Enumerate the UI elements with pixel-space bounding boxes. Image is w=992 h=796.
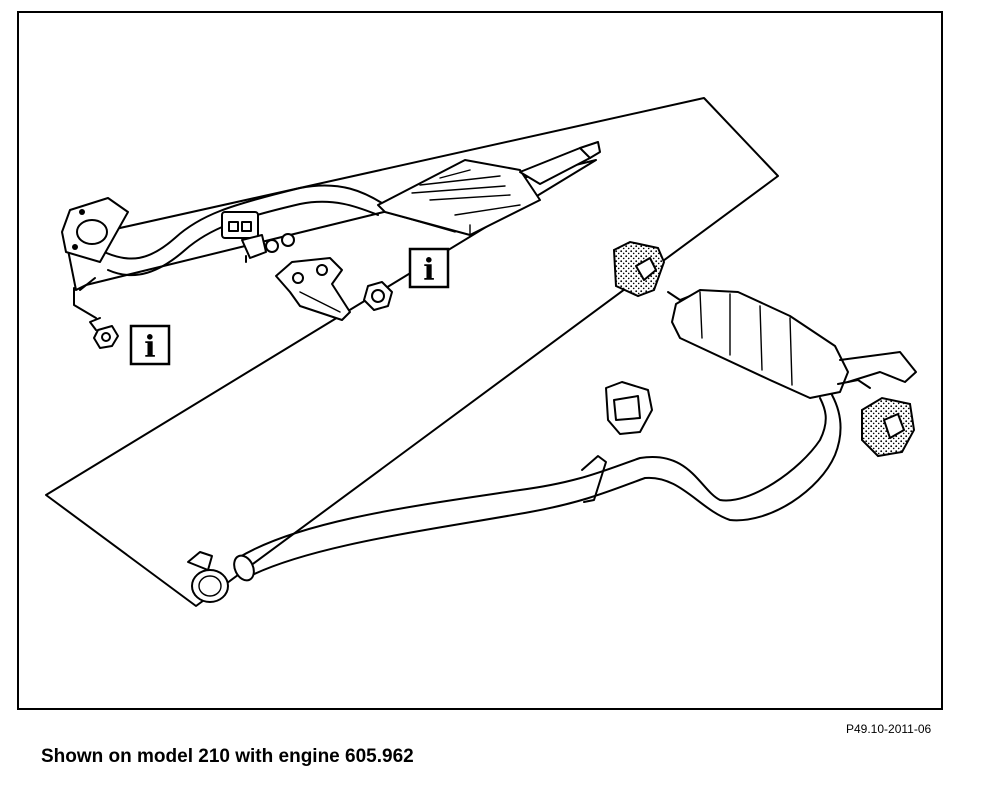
figure-caption: Shown on model 210 with engine 605.962 [41,746,414,767]
rear-muffler [667,289,917,399]
rubber-mount-right [861,396,916,458]
front-pipe-with-flange [61,184,386,277]
diagram-frame [17,11,943,710]
info-marker-upper: i [408,247,450,289]
rubber-mount-center [605,381,653,435]
flange-bolt [89,317,119,349]
pipe-clamp-bracket [221,211,259,239]
flange-nut [363,281,393,311]
svg-text:i: i [423,253,434,288]
svg-text:i: i [144,330,155,365]
catalytic-converter [377,141,601,236]
mounting-bracket [275,257,351,321]
bolt-leader [73,287,97,319]
intermediate-pipe [233,394,842,582]
flange-leader [79,277,96,291]
clamp-bolts [241,233,295,263]
rubber-mount-left [612,240,666,298]
info-marker-lower: i [129,324,171,366]
assembly-outline [45,97,779,607]
pipe-clamp [187,551,229,603]
reference-code: P49.10-2011-06 [846,722,932,736]
